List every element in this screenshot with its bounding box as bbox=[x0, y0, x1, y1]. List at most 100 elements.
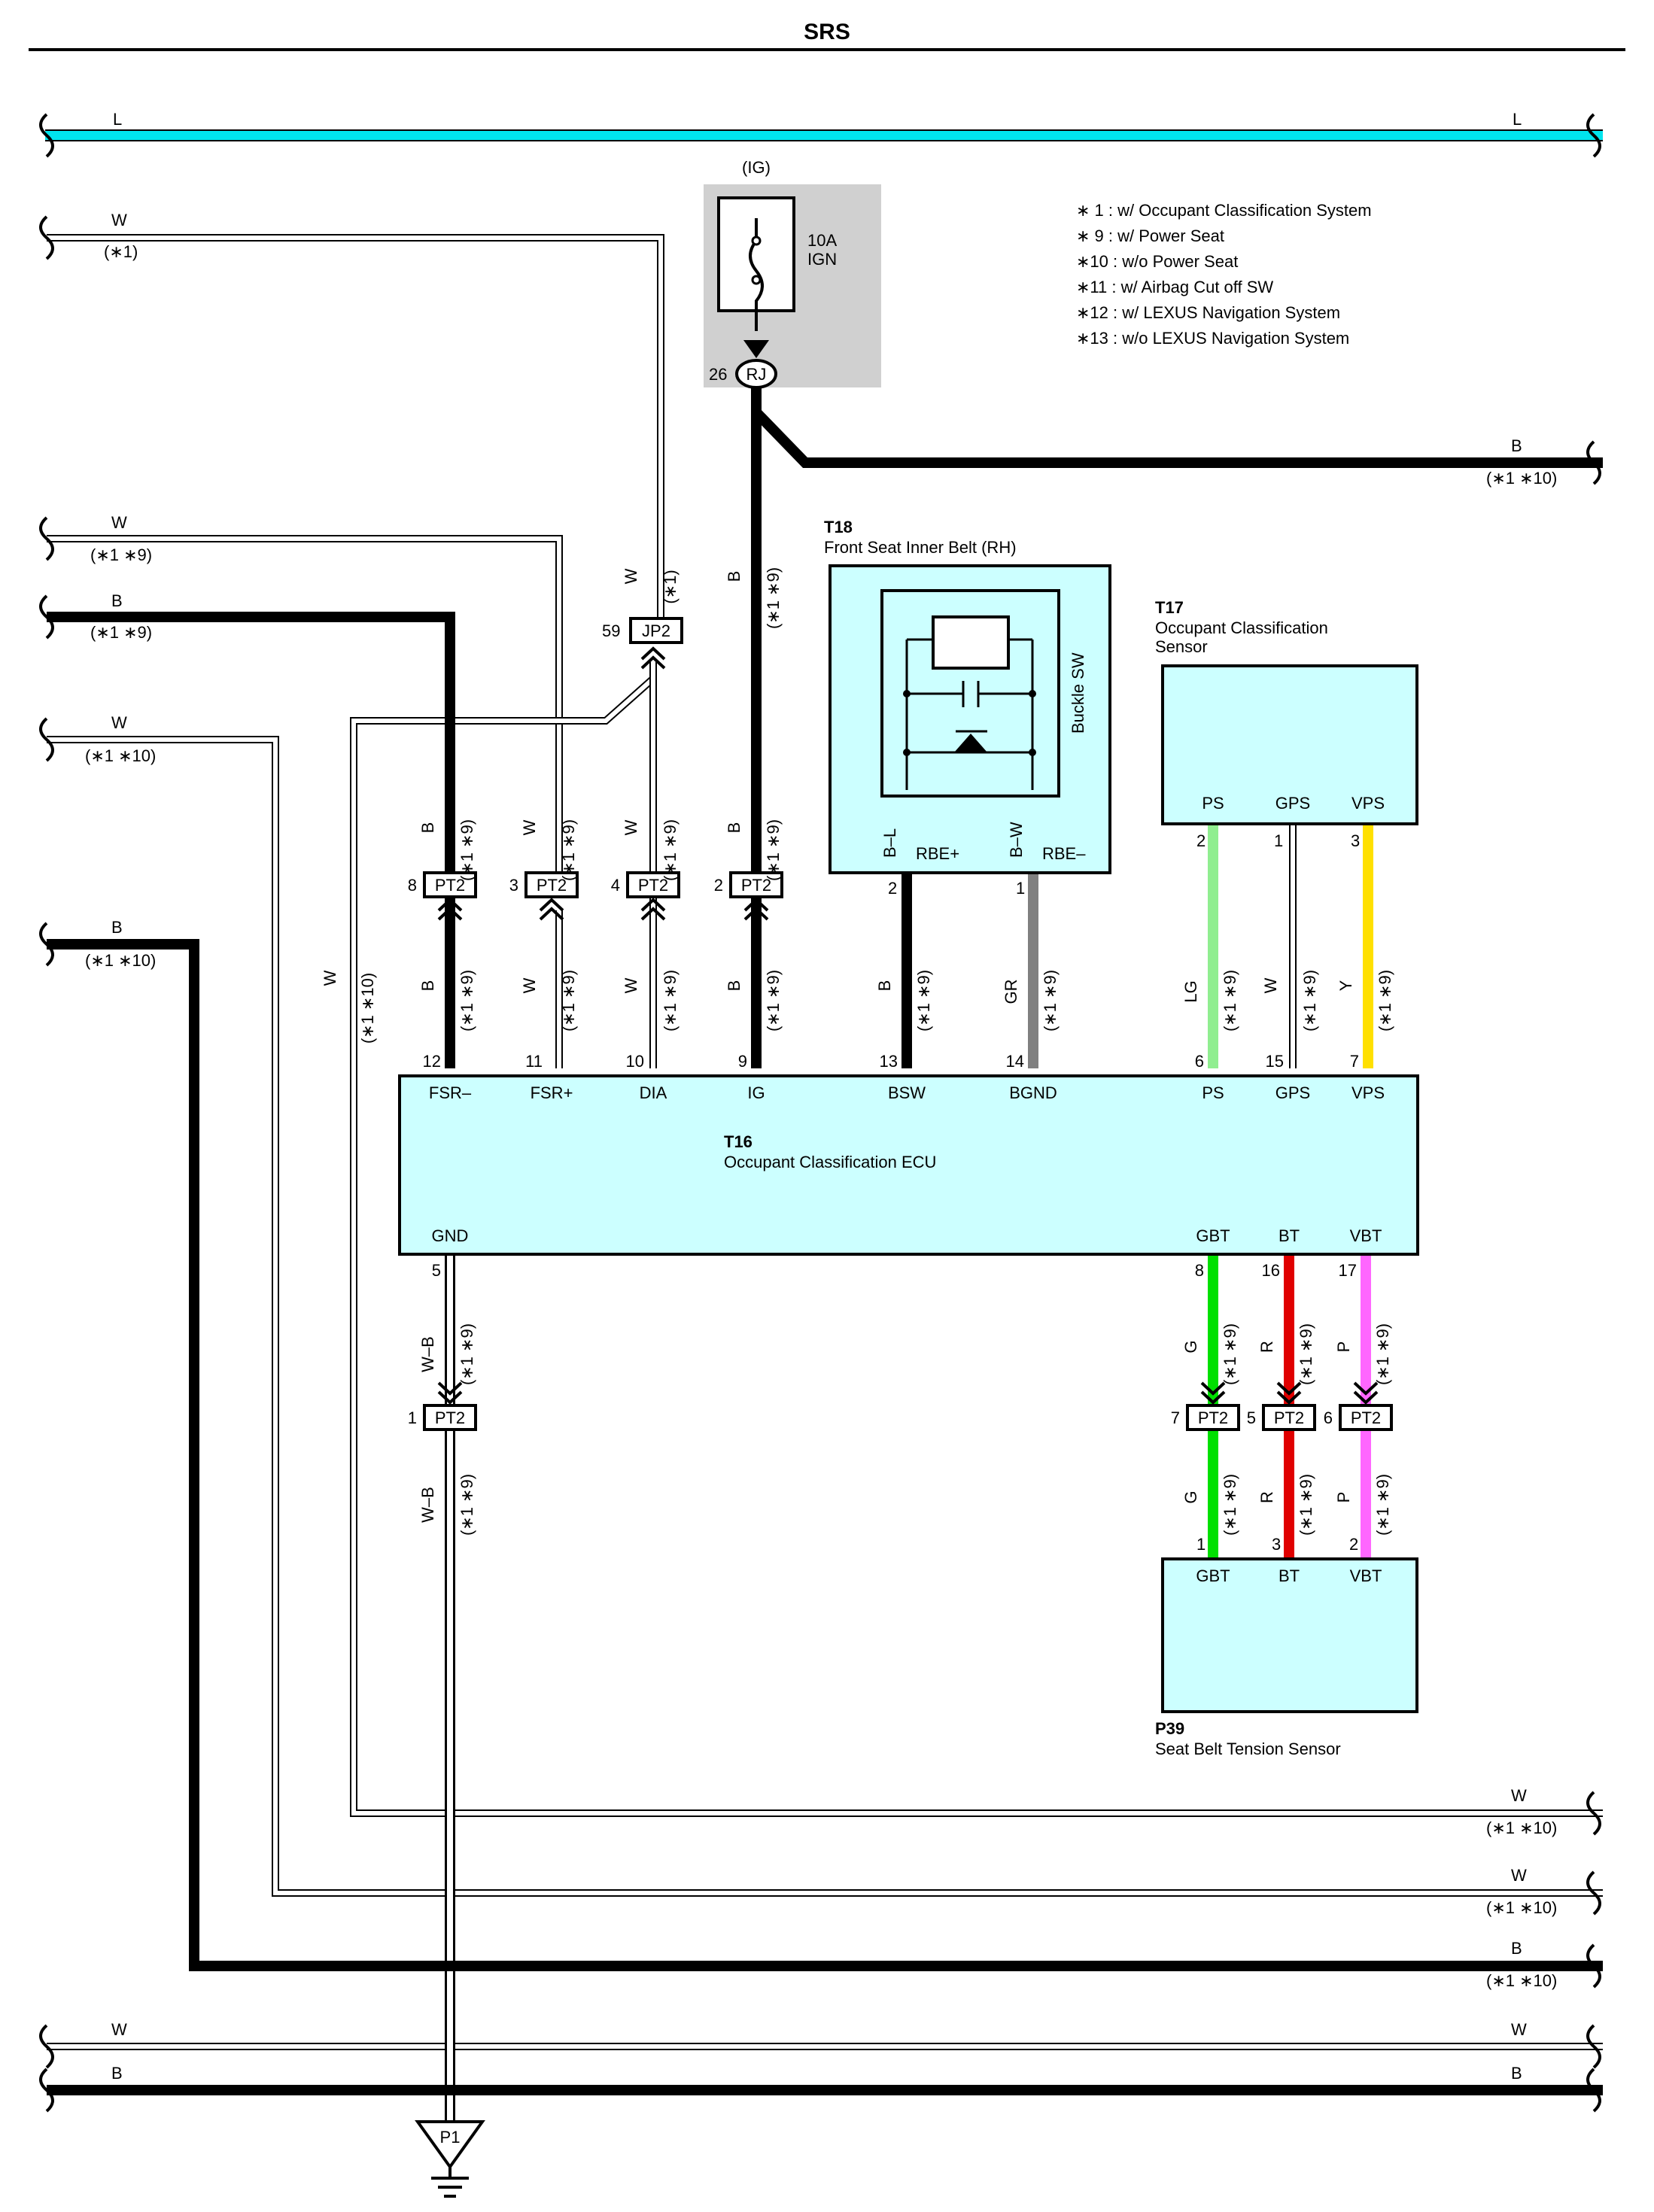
pt2-label: PT2 bbox=[1351, 1408, 1381, 1427]
wire-code: W bbox=[111, 211, 127, 229]
vertical-wire-label: P bbox=[1334, 1341, 1353, 1353]
pt2-connector: PT2 6 bbox=[1324, 1381, 1393, 1431]
ecu-pin-label: DIA bbox=[640, 1083, 667, 1102]
p1-label: P1 bbox=[440, 2128, 461, 2147]
condition: (∗1 ∗10) bbox=[85, 746, 156, 765]
ecu-pin-label: BT bbox=[1279, 1226, 1300, 1245]
pt2-connector: PT2 3 bbox=[509, 871, 579, 921]
p39-num: 3 bbox=[1272, 1535, 1281, 1554]
legend-item: ∗10 : w/o Power Seat bbox=[1076, 252, 1238, 271]
ecu-pin-number: 17 bbox=[1339, 1261, 1357, 1280]
vertical-wire-label: W bbox=[520, 977, 539, 993]
vertical-wire-label: (∗1 ∗9) bbox=[1376, 970, 1394, 1032]
wire-code: W bbox=[111, 713, 127, 732]
wire-code: B bbox=[1511, 436, 1522, 455]
vertical-wire-label: (∗1 ∗10) bbox=[358, 973, 377, 1044]
vertical-wire-labels: B (∗1 ∗9) B (∗1 ∗9) W (∗1 ∗9) W (∗1 ∗9) W (∗1 ∗9)… bbox=[321, 567, 1394, 1536]
pt2-connector: PT2 4 bbox=[611, 871, 680, 921]
vertical-wire-label: (∗1 ∗9) bbox=[1221, 970, 1239, 1032]
ecu-pin-label: GND bbox=[432, 1226, 469, 1245]
vertical-wire-label: (∗1 ∗9) bbox=[458, 819, 476, 881]
page-title: SRS bbox=[804, 20, 850, 44]
p39-code: P39 bbox=[1155, 1719, 1184, 1738]
vertical-wire-label: W–B bbox=[418, 1487, 437, 1523]
pt2-number: 2 bbox=[714, 876, 723, 895]
ecu-top-pins: FSR–12FSR+11DIA10IG9BSW13BGND14PS6GPS15V… bbox=[423, 1052, 1385, 1102]
ecu-pin-number: 12 bbox=[423, 1052, 441, 1071]
ecu-pin-label: VBT bbox=[1350, 1226, 1382, 1245]
component-t18: T18 Front Seat Inner Belt (RH) Buckle SW… bbox=[824, 518, 1111, 898]
pt2-label: PT2 bbox=[537, 876, 567, 895]
vertical-wire-label: W bbox=[622, 819, 640, 835]
pt2-number: 1 bbox=[408, 1408, 417, 1427]
t17-pin: GPS bbox=[1275, 794, 1310, 813]
vertical-wire-label: B bbox=[725, 571, 743, 582]
wire-code: B bbox=[111, 591, 123, 610]
vertical-wire-label: (∗1 ∗9) bbox=[1221, 1474, 1239, 1536]
vertical-wire-label: (∗1 ∗9) bbox=[661, 819, 680, 881]
vertical-wire-label: (∗1 ∗9) bbox=[1297, 1323, 1315, 1385]
wire-routes bbox=[47, 234, 1603, 2122]
fuse-pin: 26 bbox=[709, 365, 727, 384]
vertical-wire-label: (∗1 ∗9) bbox=[1297, 1474, 1315, 1536]
t18-wire2: B–W bbox=[1007, 822, 1026, 858]
t18-pin2: RBE– bbox=[1042, 844, 1086, 863]
pt2-number: 8 bbox=[408, 876, 417, 895]
vertical-wire-label: LG bbox=[1181, 980, 1200, 1002]
legend-item: ∗13 : w/o LEXUS Navigation System bbox=[1076, 329, 1349, 348]
t17-pin: PS bbox=[1202, 794, 1224, 813]
wire-code: W bbox=[111, 2020, 127, 2039]
p39-pin: GBT bbox=[1196, 1566, 1230, 1585]
vertical-wire-label: (∗1 ∗9) bbox=[914, 970, 933, 1032]
fuse-power-label: (IG) bbox=[742, 158, 771, 177]
t18-wire1: B–L bbox=[880, 828, 899, 858]
vertical-wire-label: (∗1 ∗9) bbox=[764, 819, 783, 881]
vertical-wire-label: W bbox=[1261, 977, 1280, 993]
vertical-wire-label: G bbox=[1181, 1340, 1200, 1353]
pt2-number: 4 bbox=[611, 876, 620, 895]
vertical-wire-label: W bbox=[622, 568, 640, 584]
pt2-number: 6 bbox=[1324, 1408, 1333, 1427]
ecu-pin-number: 13 bbox=[880, 1052, 898, 1071]
fuse-connector: RJ bbox=[746, 365, 767, 384]
t18-num1: 2 bbox=[888, 879, 897, 898]
pt2-label: PT2 bbox=[638, 876, 668, 895]
vertical-wire-label: B bbox=[418, 980, 437, 992]
condition: (∗1 ∗10) bbox=[1486, 1971, 1557, 1990]
vertical-wire-label: (∗1 ∗9) bbox=[764, 567, 783, 629]
vertical-wire-label: (∗1 ∗9) bbox=[1373, 1474, 1392, 1536]
wire-code: B bbox=[111, 918, 123, 937]
condition: (∗1 ∗9) bbox=[90, 623, 152, 642]
vertical-wire-label: G bbox=[1181, 1490, 1200, 1503]
vertical-wire-label: (∗1 ∗9) bbox=[764, 970, 783, 1032]
p39-name: Seat Belt Tension Sensor bbox=[1155, 1740, 1341, 1758]
ecu-pin-label: FSR– bbox=[429, 1083, 472, 1102]
pt2-label: PT2 bbox=[1198, 1408, 1228, 1427]
buckle-sw-label: Buckle SW bbox=[1069, 652, 1087, 734]
pt2-label: PT2 bbox=[435, 876, 465, 895]
t16-name: Occupant Classification ECU bbox=[724, 1153, 936, 1171]
jp2-num: 59 bbox=[602, 621, 620, 640]
legend-item: ∗ 1 : w/ Occupant Classification System bbox=[1076, 201, 1372, 220]
ecu-pin-number: 10 bbox=[626, 1052, 644, 1071]
vertical-wire-label: W bbox=[622, 977, 640, 993]
vertical-wire-label: B bbox=[418, 822, 437, 834]
condition: (∗1 ∗10) bbox=[1486, 1819, 1557, 1837]
wire-code: W bbox=[1511, 1866, 1527, 1885]
vertical-wire-label: (∗1 ∗9) bbox=[559, 970, 578, 1032]
ecu-pin-number: 9 bbox=[738, 1052, 747, 1071]
pt2-number: 3 bbox=[509, 876, 518, 895]
wire-code: W bbox=[111, 513, 127, 532]
t17-name-1: Occupant Classification bbox=[1155, 618, 1328, 637]
break-marks bbox=[39, 113, 1601, 2113]
wire-code: L bbox=[1513, 110, 1522, 129]
ecu-pin-label: PS bbox=[1202, 1083, 1224, 1102]
t17-num: 1 bbox=[1274, 831, 1283, 850]
wire-code: B bbox=[111, 2064, 123, 2083]
vertical-wire-label: W bbox=[321, 970, 339, 986]
fuse-ign: (IG) 10A IGN RJ 26 bbox=[704, 158, 881, 389]
ecu-pin-number: 8 bbox=[1195, 1261, 1204, 1280]
